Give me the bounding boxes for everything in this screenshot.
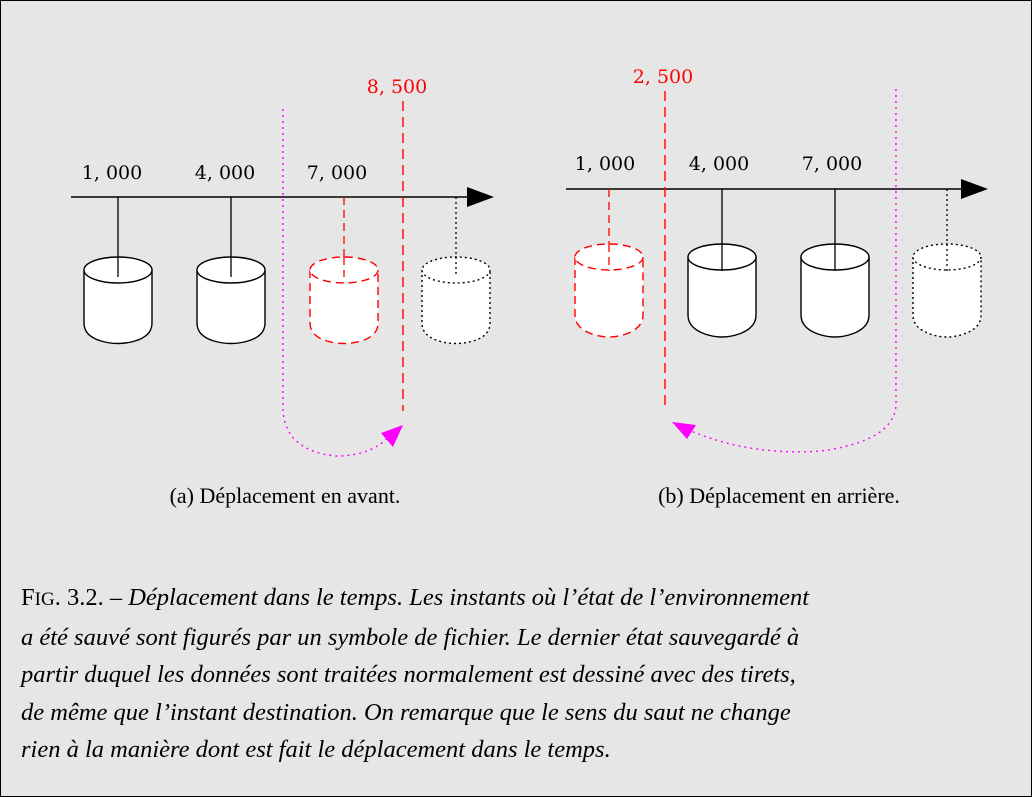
file-icon xyxy=(83,256,153,345)
tick-label-b-2: 4, 000 xyxy=(689,153,749,175)
figure-caption-line-4: de même que l’instant destination. On re… xyxy=(21,698,791,726)
file-icon xyxy=(421,256,491,345)
panel-caption-a: (a) Déplacement en avant. xyxy=(170,483,401,508)
jump-arrowhead-b xyxy=(672,422,696,439)
jump-path-a xyxy=(282,109,394,457)
panel-caption-b: (b) Déplacement en arrière. xyxy=(658,483,900,508)
figure-caption-label: FIG. 3.2. – xyxy=(21,584,123,611)
tick-label-b-3: 7, 000 xyxy=(802,153,862,175)
file-icon xyxy=(574,243,644,338)
tick-label-a-3: 7, 000 xyxy=(307,162,367,184)
time-travel-diagram: 1, 000 4, 000 7, 000 xyxy=(71,66,988,508)
file-icon xyxy=(687,243,757,338)
tick-label-a-2: 4, 000 xyxy=(195,162,255,184)
figure-caption-line-2: a été sauvé sont figurés par un symbole … xyxy=(21,623,800,651)
figure-caption-line-5: rien à la manière dont est fait le dépla… xyxy=(21,736,611,763)
jump-label-a: 8, 500 xyxy=(367,76,427,98)
panel-b: 1, 000 4, 000 7, 000 xyxy=(566,66,988,508)
file-icon xyxy=(196,256,266,345)
figure-caption-line-3: partir duquel les données sont traitées … xyxy=(21,661,796,688)
figure-caption-line-1: FIG. 3.2. – Déplacement dans le temps. L… xyxy=(21,584,810,611)
tick-label-a-1: 1, 000 xyxy=(82,162,142,184)
file-icon xyxy=(309,256,379,345)
file-icon xyxy=(912,243,982,338)
jump-arrowhead-a xyxy=(381,425,403,447)
figure-caption: FIG. 3.2. – Déplacement dans le temps. L… xyxy=(21,579,1031,769)
jump-label-b: 2, 500 xyxy=(633,66,693,88)
timeline-arrowhead-a xyxy=(467,187,494,207)
file-icon xyxy=(800,243,870,338)
panel-a: 1, 000 4, 000 7, 000 xyxy=(71,76,494,508)
tick-label-b-1: 1, 000 xyxy=(575,153,635,175)
timeline-arrowhead-b xyxy=(961,179,988,199)
